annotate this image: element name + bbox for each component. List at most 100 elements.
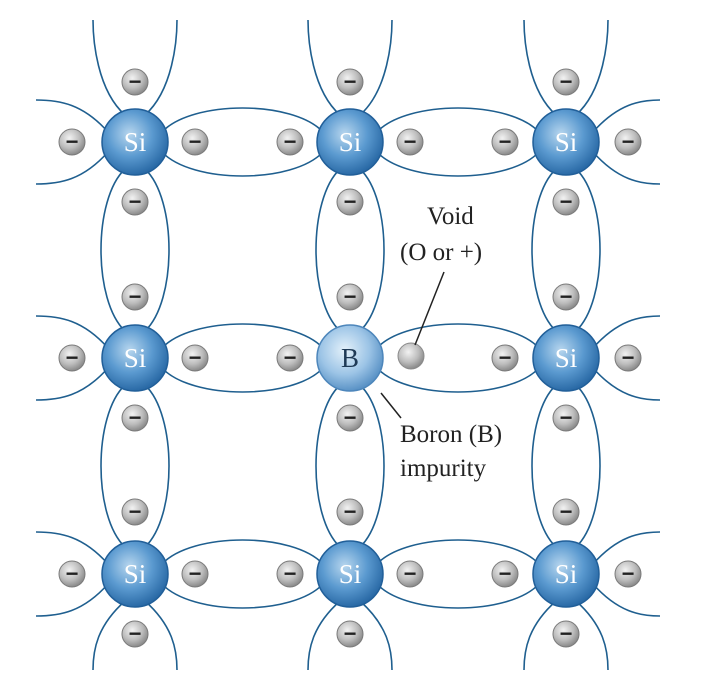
electron	[58, 560, 86, 588]
bond-curve	[359, 168, 385, 332]
silicon-atom	[532, 540, 600, 608]
electron-minus-sign: −	[622, 561, 635, 586]
electron	[336, 620, 364, 648]
void-label-line1: Void	[427, 203, 474, 230]
boron-atom	[316, 324, 384, 392]
electron-minus-sign: −	[344, 405, 357, 430]
silicon-atom	[316, 108, 384, 176]
bond-curve	[592, 583, 661, 617]
bond-curve	[531, 168, 557, 332]
electron	[121, 498, 149, 526]
electron	[121, 620, 149, 648]
bond-curve	[592, 531, 661, 565]
electron-minus-sign: −	[284, 129, 297, 154]
bond-curve	[523, 19, 557, 116]
electron-minus-sign: −	[560, 284, 573, 309]
electron-minus-sign: −	[622, 129, 635, 154]
silicon-atom	[316, 540, 384, 608]
void-label-line2: (O or +)	[400, 239, 482, 266]
bond-curve	[92, 600, 126, 671]
electron	[181, 344, 209, 372]
silicon-atom-label: Si	[555, 343, 578, 373]
bond-curve	[575, 168, 601, 332]
electron	[121, 68, 149, 96]
electron	[181, 560, 209, 588]
bond-curve	[523, 600, 557, 671]
electrons-layer: −−−−−−−−−−−−−−−−−−−−−−−−−−−−−−−−−−−	[58, 68, 642, 648]
electron	[552, 498, 580, 526]
electron-minus-sign: −	[499, 345, 512, 370]
electron	[58, 344, 86, 372]
silicon-atom	[101, 108, 169, 176]
electron-minus-sign: −	[129, 621, 142, 646]
electron	[491, 560, 519, 588]
electron	[552, 68, 580, 96]
bond-curve	[359, 384, 385, 548]
bond-curve	[92, 19, 126, 116]
bond-curve	[376, 539, 540, 565]
silicon-atom-label: Si	[339, 127, 362, 157]
electron	[396, 128, 424, 156]
electron	[491, 128, 519, 156]
bond-curve	[592, 367, 661, 401]
electron-minus-sign: −	[284, 345, 297, 370]
electron	[396, 560, 424, 588]
bond-curve	[359, 600, 393, 671]
bond-curve	[161, 583, 324, 609]
bond-curve	[575, 384, 601, 548]
silicon-atom	[532, 108, 600, 176]
electron	[491, 344, 519, 372]
bond-curve	[575, 19, 609, 116]
bond-curve	[144, 600, 178, 671]
covalent-bond-curves	[35, 19, 661, 671]
electron-minus-sign: −	[66, 345, 79, 370]
electron	[336, 188, 364, 216]
bond-curve	[144, 384, 170, 548]
electron-minus-sign: −	[129, 69, 142, 94]
bond-curve	[315, 168, 341, 332]
bond-curve	[161, 367, 324, 393]
bond-curve	[376, 367, 540, 393]
electron	[121, 188, 149, 216]
electron-minus-sign: −	[560, 499, 573, 524]
bond-curve	[161, 107, 324, 133]
electron-minus-sign: −	[622, 345, 635, 370]
electron	[58, 128, 86, 156]
electron-minus-sign: −	[499, 129, 512, 154]
electron-minus-sign: −	[404, 129, 417, 154]
electron	[121, 404, 149, 432]
electron	[614, 344, 642, 372]
electron-minus-sign: −	[560, 69, 573, 94]
electron	[121, 283, 149, 311]
electron	[336, 498, 364, 526]
boron-pointer-line	[380, 392, 402, 419]
electron-minus-sign: −	[66, 129, 79, 154]
silicon-atom-label: Si	[555, 127, 578, 157]
electron-minus-sign: −	[344, 621, 357, 646]
electron-minus-sign: −	[560, 405, 573, 430]
bond-curve	[359, 19, 393, 116]
bond-curve	[315, 384, 341, 548]
bond-curve	[575, 600, 609, 671]
electron	[552, 283, 580, 311]
silicon-atom-label: Si	[124, 343, 147, 373]
electron-minus-sign: −	[499, 561, 512, 586]
electron-minus-sign: −	[129, 284, 142, 309]
silicon-atom-label: Si	[124, 127, 147, 157]
bond-curve	[161, 323, 324, 349]
bond-curve	[144, 19, 178, 116]
bond-curve	[592, 315, 661, 349]
electron	[336, 283, 364, 311]
bond-curve	[531, 384, 557, 548]
electron-minus-sign: −	[66, 561, 79, 586]
electron	[276, 560, 304, 588]
bond-curve	[35, 315, 109, 349]
bond-curve	[100, 168, 126, 332]
bond-curve	[376, 151, 540, 177]
bond-curve	[100, 384, 126, 548]
bond-curve	[307, 19, 341, 116]
bond-curve	[592, 151, 661, 185]
bond-curve	[307, 600, 341, 671]
